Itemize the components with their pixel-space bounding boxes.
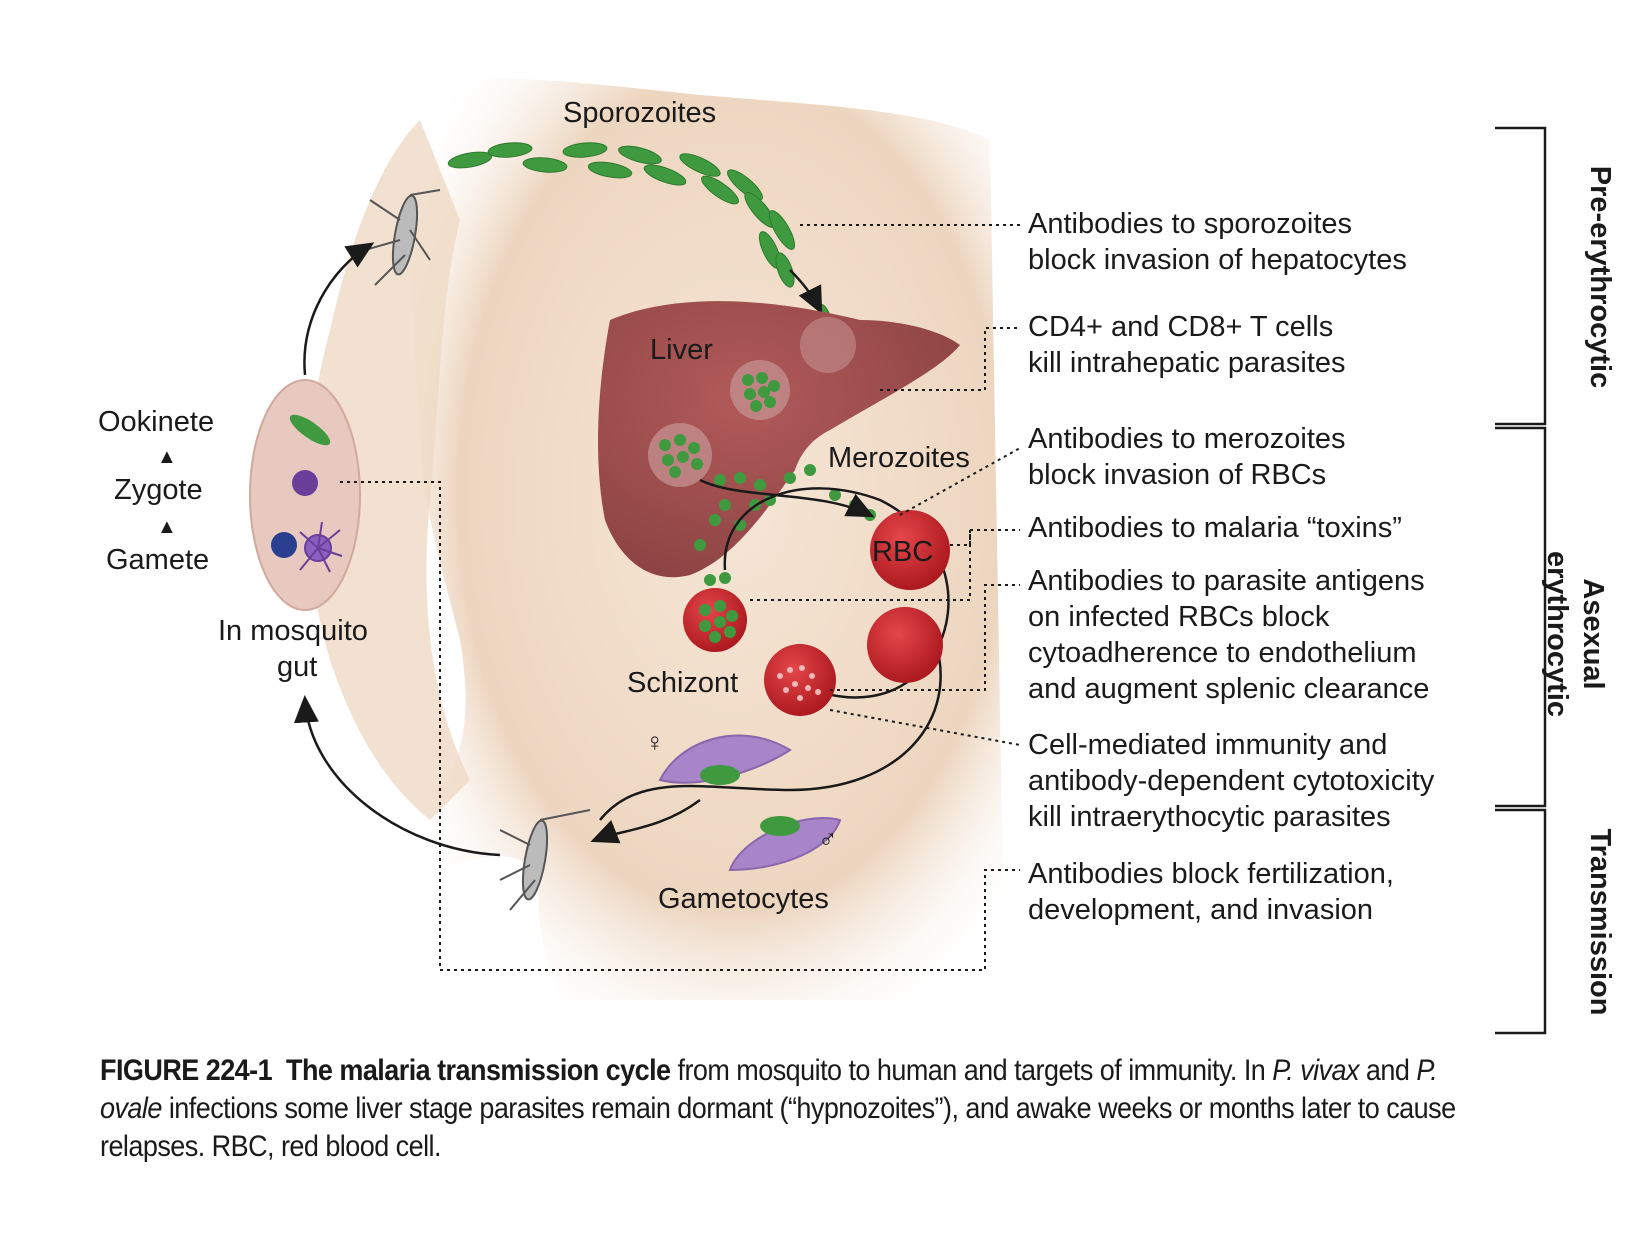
label-schizont: Schizont [627, 667, 739, 699]
annotation-toxin-antibodies: Antibodies to malaria “toxins” [1028, 512, 1402, 544]
ookinete-shape [289, 414, 331, 446]
triangle-marker-1: ▲ [157, 446, 177, 468]
caption-title: The malaria transmission cycle [286, 1054, 671, 1087]
caption-text-3: infections some liver stage parasites re… [100, 1092, 1456, 1163]
label-liver: Liver [650, 334, 713, 366]
caption-figure-number: FIGURE 224-1 [100, 1054, 273, 1087]
stage-brackets [1495, 126, 1547, 1035]
liver-infected-cell-top [800, 317, 856, 373]
stage-asexual-erythrocytic: Asexual erythrocytic [1539, 504, 1611, 764]
stage-pre-erythrocytic: Pre-erythrocytic [1584, 165, 1616, 389]
rbc-cell [870, 510, 950, 590]
stage-asexual-line1: Asexual [1577, 578, 1609, 690]
rbc-late-schizont-speckles [777, 665, 821, 701]
arrow-to-mosquito [590, 798, 701, 844]
gamete-purple-shape [299, 521, 343, 573]
gametocyte-path [599, 639, 942, 821]
merozoite-arrow [699, 478, 875, 518]
rbc-late-schizont [764, 644, 836, 716]
caption-text-1: from mosquito to human and targets of im… [670, 1054, 1273, 1087]
figure-caption: FIGURE 224-1 The malaria transmission cy… [100, 1052, 1468, 1166]
liver-schizont-1 [730, 360, 790, 420]
male-gametocyte-nucleus [760, 816, 800, 836]
zygote-shape [292, 470, 318, 496]
label-rbc: RBC [872, 536, 934, 568]
label-gut: gut [277, 651, 318, 683]
caption-text-2: and [1358, 1054, 1417, 1087]
stage-asexual-line2: erythrocytic [1541, 550, 1573, 717]
female-gametocyte-nucleus [700, 765, 740, 785]
label-gamete: Gamete [106, 544, 210, 576]
caption-species-2: P. ovale [100, 1054, 1438, 1125]
sporozoites-stream [447, 142, 833, 337]
gamete-blue-shape [271, 532, 297, 558]
arm-silhouette [307, 120, 470, 820]
label-in-mosquito: In mosquito [218, 615, 368, 647]
stage-transmission: Transmission [1584, 828, 1616, 1016]
mosquito-top [364, 189, 441, 286]
label-ookinete: Ookinete [98, 406, 215, 438]
schizont-merozoites [699, 572, 738, 643]
sporozoite-arrow [789, 269, 823, 315]
female-symbol: ♀ [645, 727, 665, 757]
label-gametocytes: Gametocytes [658, 883, 829, 915]
rbc-trophozoite [867, 607, 943, 683]
caption-species-1: P. vivax [1272, 1054, 1359, 1087]
liver-shape [598, 301, 960, 578]
male-gametocyte [728, 817, 842, 872]
triangle-marker-2: ▲ [157, 516, 177, 538]
label-sporozoites: Sporozoites [563, 97, 717, 129]
arrow-to-gut [293, 695, 501, 857]
label-merozoites: Merozoites [828, 442, 970, 474]
label-zygote: Zygote [114, 474, 203, 506]
female-gametocyte [658, 734, 792, 784]
mosquito-bottom [499, 809, 591, 911]
male-symbol: ♂ [818, 824, 838, 854]
leader-lines [340, 224, 1021, 971]
arrow-to-mosquito-top [303, 242, 375, 376]
annotation-transmission-antibodies: Antibodies block fertilization,developme… [1028, 858, 1394, 926]
liver-schizont-2 [648, 423, 712, 487]
